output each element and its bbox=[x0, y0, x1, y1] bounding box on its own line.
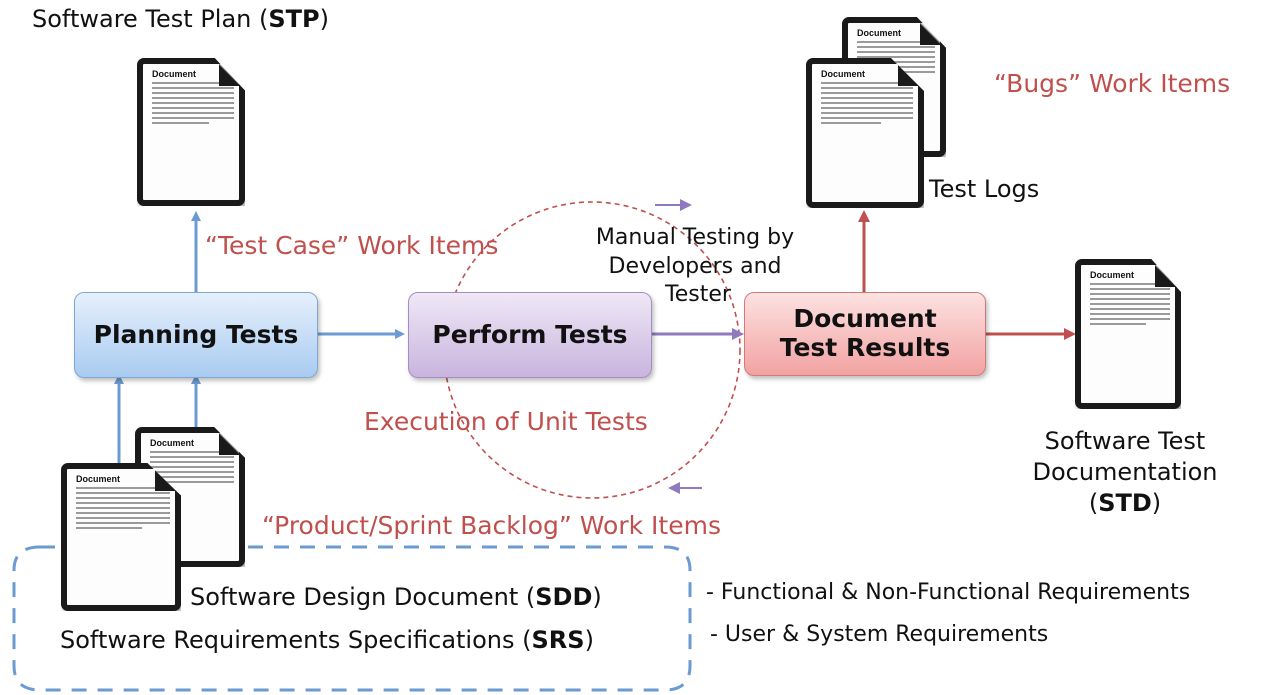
backlog-work-items-label: “Product/Sprint Backlog” Work Items bbox=[262, 511, 721, 540]
sdd-title: Software Design Document (SDD) bbox=[190, 583, 602, 611]
stp-title: Software Test Plan (STP) bbox=[32, 5, 329, 33]
srs-document-icon: Document bbox=[61, 463, 181, 611]
test-logs-document-icon: Document bbox=[806, 58, 924, 208]
manual-testing-label: Manual Testing by Developers and Tester bbox=[595, 225, 795, 308]
std-title: Software Test Documentation (STD) bbox=[1032, 427, 1218, 518]
test-case-work-items-label: “Test Case” Work Items bbox=[205, 231, 499, 260]
perform-tests-box: Perform Tests bbox=[408, 292, 652, 378]
requirements-container bbox=[12, 545, 692, 692]
bugs-work-items-label: “Bugs” Work Items bbox=[994, 69, 1231, 98]
document-test-results-box: Document Test Results bbox=[744, 292, 986, 376]
execution-unit-tests-label: Execution of Unit Tests bbox=[364, 407, 648, 436]
document-test-results-line2: Test Results bbox=[779, 333, 951, 362]
requirement-user-system: - User & System Requirements bbox=[710, 622, 1049, 647]
stp-document-icon: Document bbox=[137, 58, 245, 206]
srs-title: Software Requirements Specifications (SR… bbox=[60, 626, 594, 654]
requirement-functional: - Functional & Non-Functional Requiremen… bbox=[706, 580, 1191, 605]
planning-tests-box: Planning Tests bbox=[74, 292, 318, 378]
std-document-icon: Document bbox=[1075, 259, 1181, 409]
planning-tests-label: Planning Tests bbox=[93, 319, 299, 349]
document-test-results-line1: Document bbox=[793, 304, 937, 334]
test-logs-label: Test Logs bbox=[929, 175, 1040, 203]
perform-tests-label: Perform Tests bbox=[432, 319, 628, 349]
testing-cycle-circle bbox=[443, 201, 741, 499]
